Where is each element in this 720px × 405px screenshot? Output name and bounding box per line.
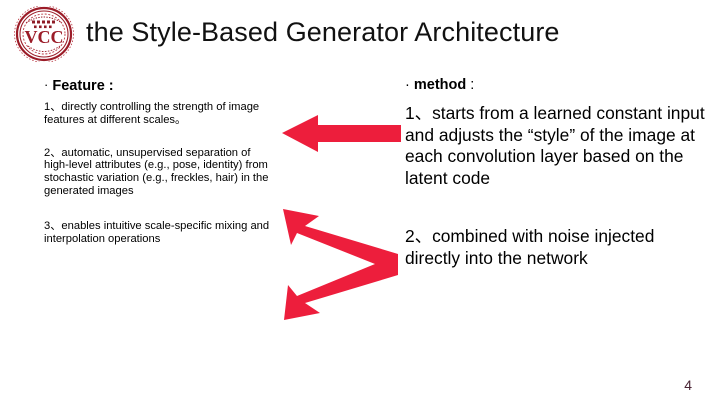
left-column-heading: · Feature : xyxy=(44,76,276,95)
right-column-heading: · method : xyxy=(405,76,705,94)
seal-inner-chars xyxy=(32,20,55,29)
left-heading-colon: : xyxy=(104,78,114,94)
seal-bottom-arc xyxy=(27,45,61,52)
page-title: the Style-Based Generator Architecture xyxy=(86,17,560,47)
left-item-3: 3、enables intuitive scale-specific mixin… xyxy=(44,219,270,245)
seal-rings xyxy=(14,6,74,62)
right-heading-colon: : xyxy=(466,77,475,93)
right-item-1: 1、starts from a learned constant input a… xyxy=(405,103,705,188)
left-heading-label: Feature xyxy=(52,78,105,94)
left-item-2: 2、automatic, unsupervised separation of … xyxy=(44,146,269,197)
bullet-icon: · xyxy=(405,77,410,93)
bullet-icon: · xyxy=(44,77,49,92)
page-number: 4 xyxy=(684,377,692,393)
left-item-1: 1、directly controlling the strength of i… xyxy=(44,101,260,126)
arrow-left-top-icon xyxy=(282,115,401,152)
vcc-seal-logo: VCC xyxy=(10,6,78,62)
logo-text: VCC xyxy=(25,27,64,47)
right-item-2: 2、combined with noise injected directly … xyxy=(405,226,655,268)
right-heading-label: method xyxy=(413,77,467,93)
arrow-bent-double-left-icon xyxy=(283,209,398,320)
seal-top-arc-text xyxy=(25,16,63,24)
left-column: · Feature : 1、directly controlling the s… xyxy=(44,76,276,245)
right-column: · method : 1、starts from a learned const… xyxy=(405,76,705,269)
